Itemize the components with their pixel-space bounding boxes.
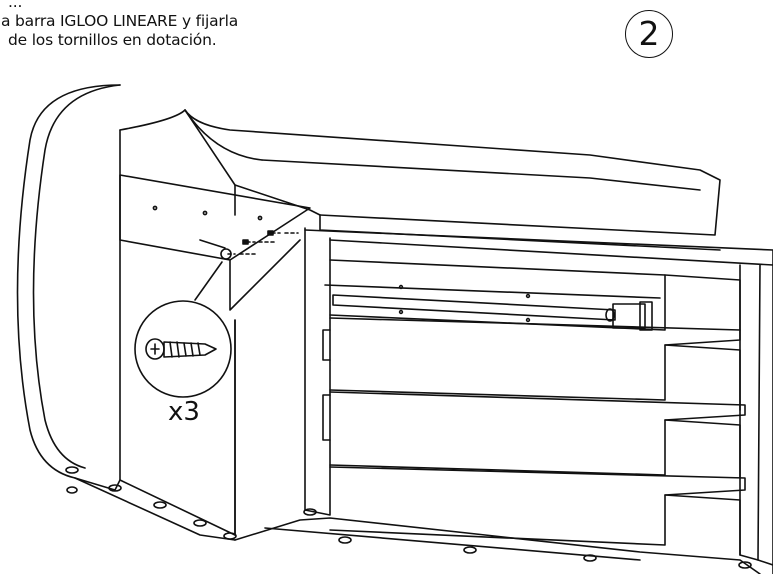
front-panels [324, 259, 746, 556]
instruction-line-3: de los tornillos en dotación. [8, 31, 217, 49]
mounting-bracket [119, 174, 311, 311]
step-number-badge: 2 [625, 10, 673, 58]
top-ledge [184, 109, 773, 266]
instruction-line-2: a barra IGLOO LINEARE y fijarla [1, 12, 238, 30]
right-frame [739, 264, 773, 574]
center-pillar [304, 227, 331, 516]
screw-icons [220, 230, 299, 260]
instruction-line-1: ... [8, 0, 23, 11]
screw-icon [145, 338, 217, 360]
screw-quantity-label: x3 [168, 397, 200, 427]
base-plate [234, 508, 761, 574]
igloo-lineare-bar [332, 294, 653, 331]
left-end-panel [16, 84, 237, 541]
instruction-text: ... a barra IGLOO LINEARE y fijarla de l… [0, 0, 330, 50]
corner-block [119, 109, 236, 536]
screw-callout [134, 261, 232, 398]
